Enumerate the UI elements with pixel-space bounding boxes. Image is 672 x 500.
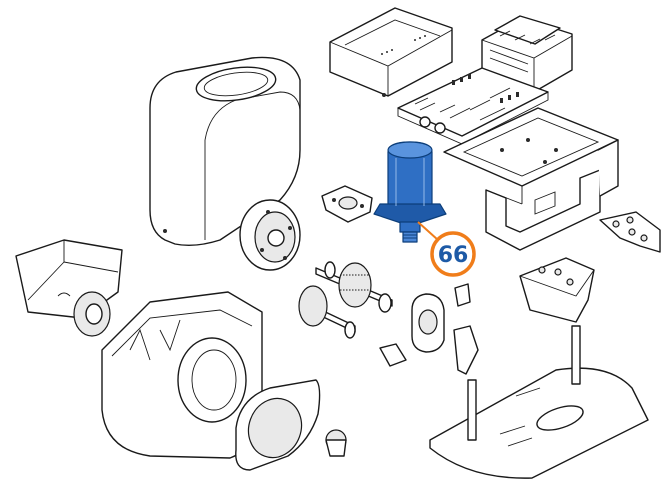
motor-housing-cover <box>149 56 301 247</box>
mounting-bracket <box>443 107 619 251</box>
mounting-plate <box>519 257 595 323</box>
small-bracket <box>599 211 661 253</box>
release-cover-plate <box>235 379 321 471</box>
motor-flange <box>321 185 373 223</box>
gear-shaft-assembly <box>315 261 393 313</box>
limit-switch <box>379 283 479 375</box>
release-knob <box>325 429 347 457</box>
pinion-gear <box>73 291 111 337</box>
transformer <box>481 15 573 93</box>
control-box-cover <box>329 7 453 97</box>
foundation-plate <box>429 325 649 479</box>
motor-highlighted[interactable] <box>373 141 447 243</box>
motor-housing-base <box>101 291 263 459</box>
callout-circle <box>430 231 476 277</box>
callout-66: 66 <box>417 221 476 277</box>
callout-label: 66 <box>438 243 469 268</box>
gear-shaft-assembly-2 <box>298 285 356 339</box>
gear-housing-disk <box>239 199 301 271</box>
